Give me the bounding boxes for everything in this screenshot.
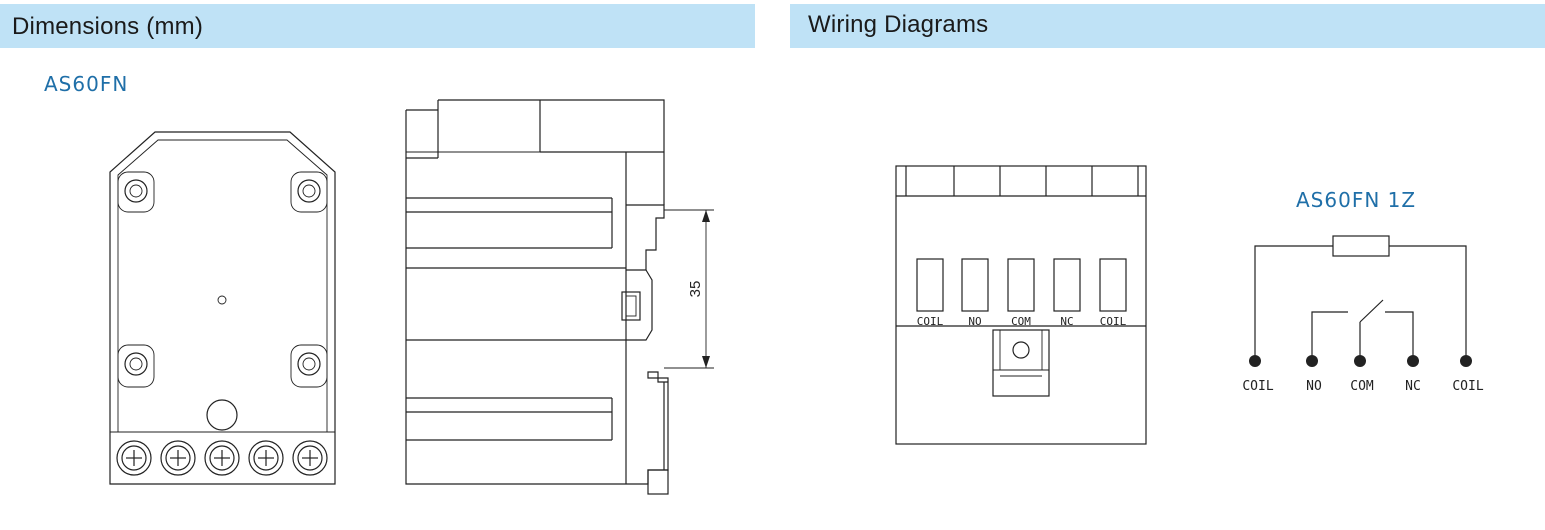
wiring-model-label: AS60FN 1Z (1296, 188, 1417, 212)
front-terminal-label: NO (968, 315, 981, 328)
mounting-hole (290, 171, 328, 213)
schematic-terminal-label: NO (1306, 379, 1322, 394)
side-view-drawing: 35 (405, 99, 714, 495)
wiring-schematic: COIL NO COM NC COIL (1242, 235, 1484, 394)
front-view-drawing (109, 131, 336, 485)
schematic-terminal-label: COIL (1242, 379, 1273, 394)
dimensions-header: Dimensions (mm) (0, 4, 755, 48)
front-terminal-label: COIL (1100, 315, 1127, 328)
dimensions-title: Dimensions (mm) (12, 13, 204, 40)
front-terminal-label: NC (1060, 315, 1073, 328)
mounting-hole (117, 344, 155, 388)
screw-terminals (116, 440, 328, 476)
schematic-terminal-label: NC (1405, 379, 1421, 394)
rail-dimension-label: 35 (687, 281, 704, 298)
mounting-hole (290, 344, 328, 388)
front-terminal-label: COIL (917, 315, 944, 328)
schematic-terminal-label: COM (1350, 379, 1374, 394)
wiring-title: Wiring Diagrams (808, 11, 989, 38)
wiring-header: Wiring Diagrams (790, 4, 1545, 48)
schematic-terminal-label: COIL (1452, 379, 1483, 394)
wiring-front-panel: COIL NO COM NC COIL (895, 165, 1147, 445)
mounting-hole (117, 171, 155, 213)
dimensions-model-label: AS60FN (44, 72, 129, 96)
coil-symbol (1332, 235, 1390, 257)
front-terminal-label: COM (1011, 315, 1031, 328)
